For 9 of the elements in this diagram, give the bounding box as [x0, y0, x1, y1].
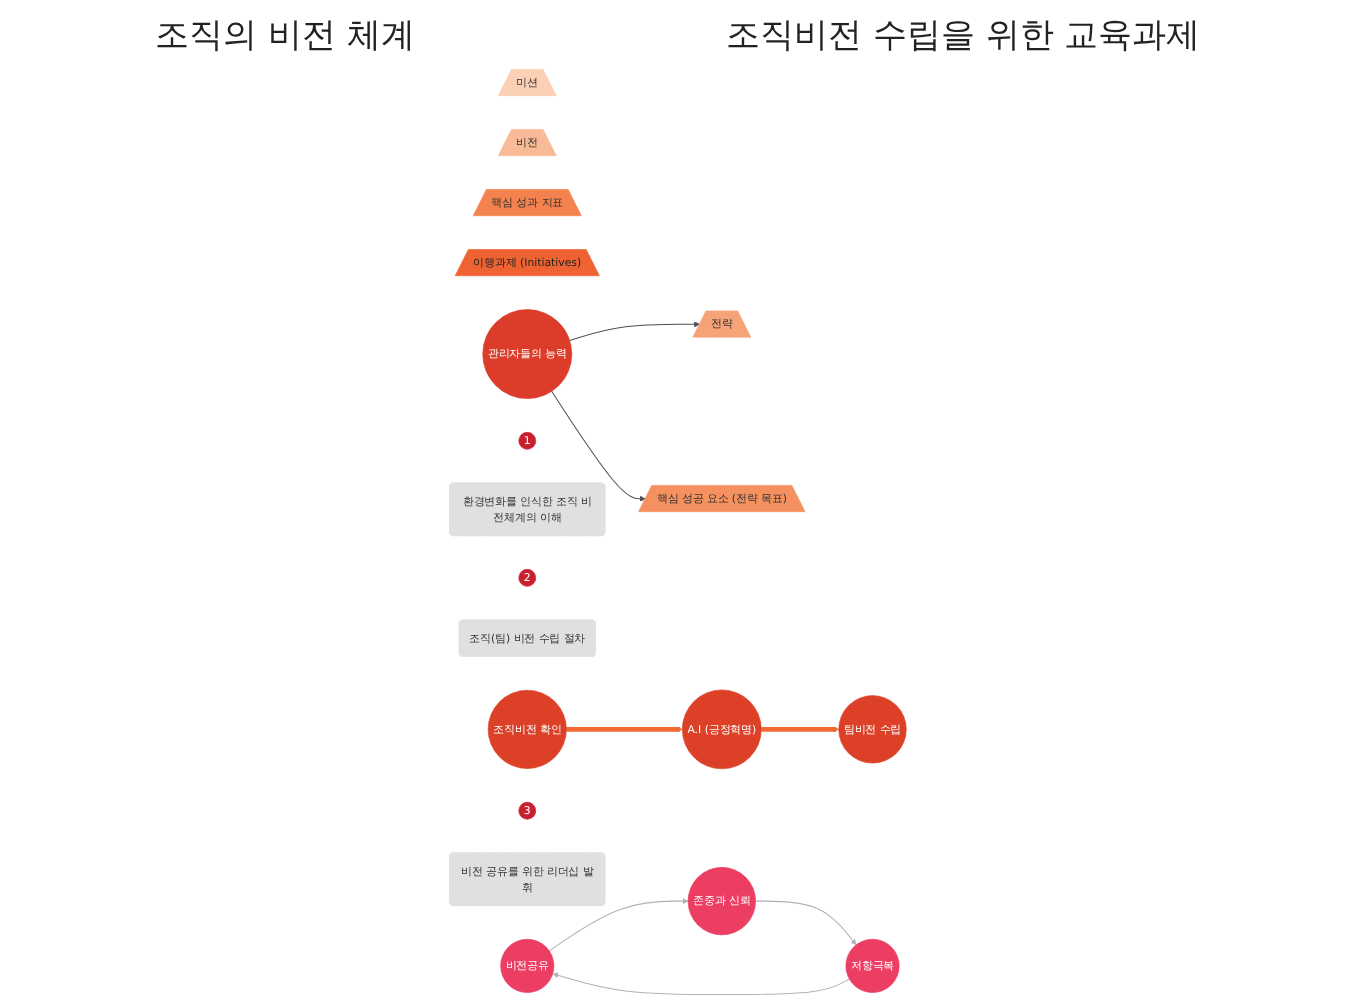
- section-heading: 조직비전 수립을 위한 교육과제: [726, 14, 1201, 60]
- arrow: [755, 900, 857, 946]
- arrow: [552, 972, 850, 996]
- section-heading: 조직의 비전 체계: [155, 14, 416, 60]
- arrow: [548, 898, 689, 952]
- arrow: [761, 726, 840, 733]
- arrow: [569, 321, 700, 342]
- arrow: [551, 390, 646, 502]
- arrow: [566, 726, 683, 733]
